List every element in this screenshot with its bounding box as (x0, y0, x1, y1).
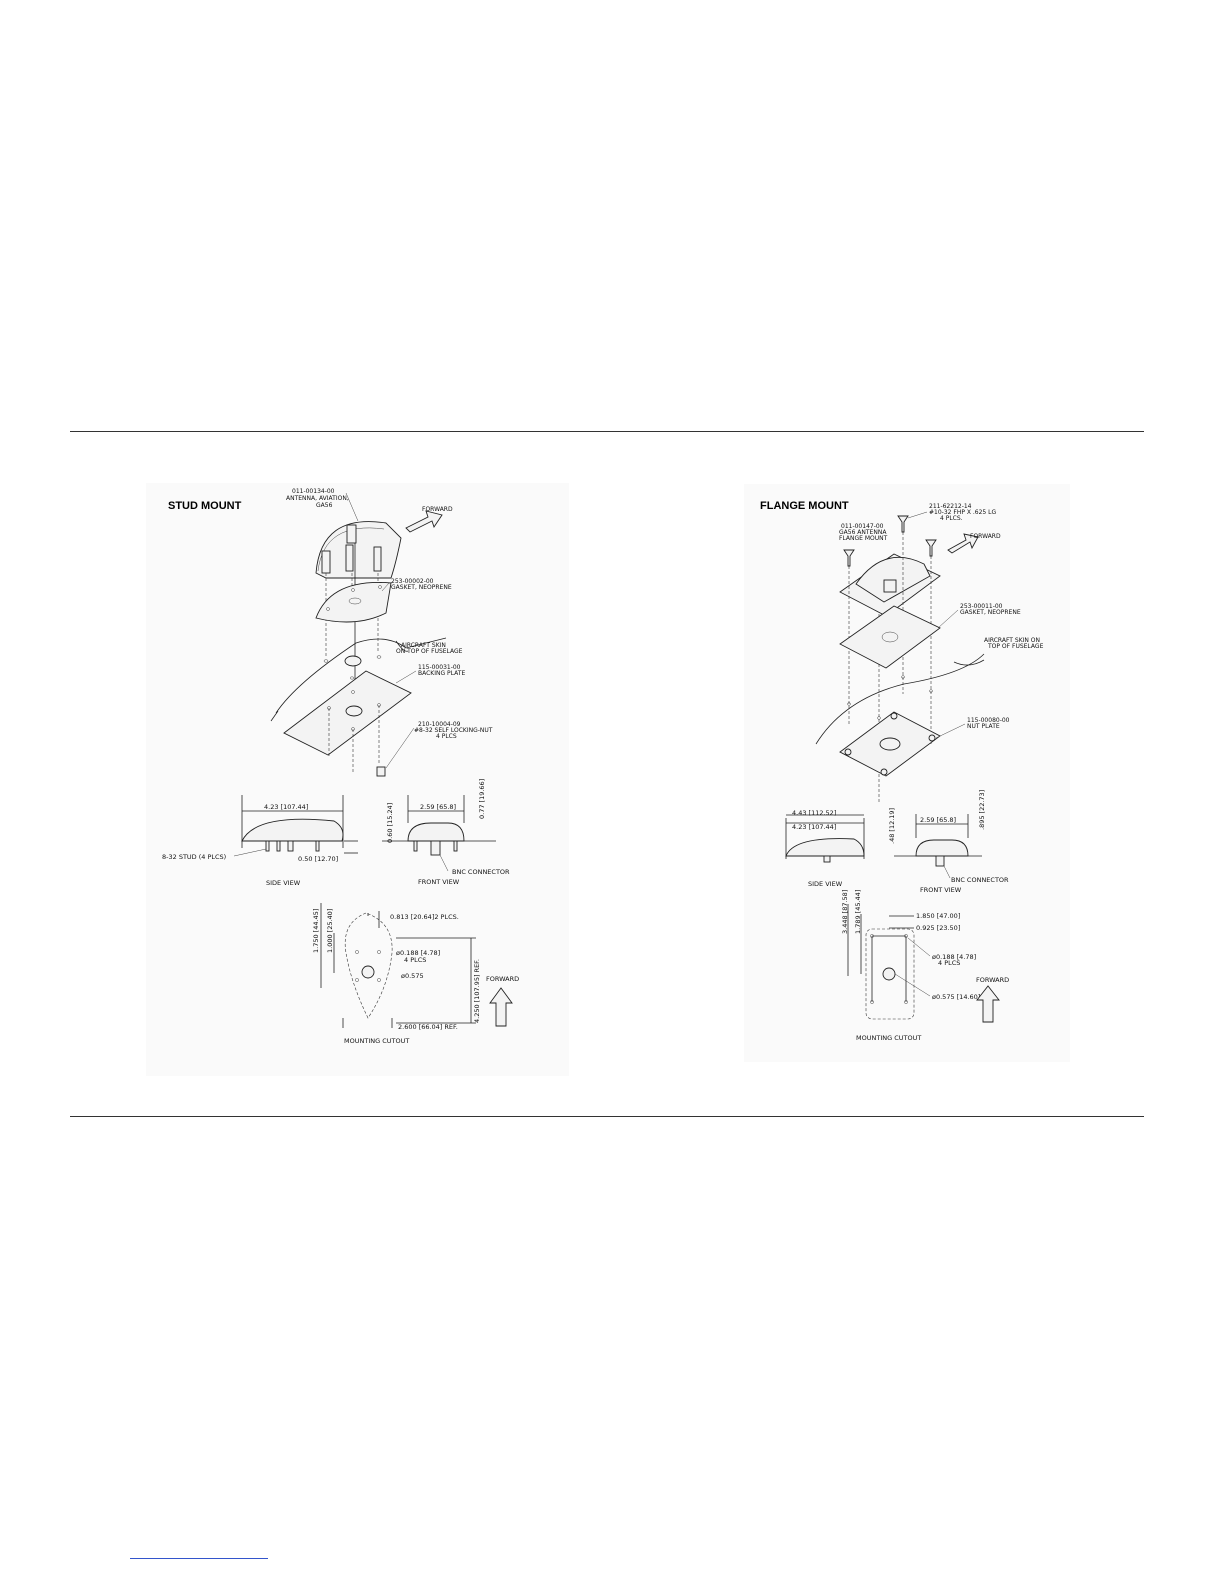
screw-qty: 4 PLCS. (940, 515, 963, 522)
screws (843, 515, 937, 567)
front-dome-dim: 0.77 [19.66] (478, 779, 486, 819)
forward-arrow-icon (405, 510, 443, 533)
cut-0813-dim: 0.813 [20.64]2 PLCS. (390, 913, 459, 921)
flange-bnc-label: BNC CONNECTOR (951, 876, 1009, 884)
stud-mount-panel: STUD MOUNT FORWARD 011-00134-00 ANTENNA,… (146, 483, 569, 1076)
nut-pn: 210-10004-09 (418, 721, 461, 728)
bnc-connector (430, 840, 441, 856)
flange-cut-hole-qty: 4 PLCS (938, 959, 960, 967)
side-length-dim: 4.23 [107.44] (264, 803, 308, 811)
backing-desc: BACKING PLATE (418, 670, 465, 677)
center-hole (361, 965, 375, 979)
gasket-pn: 253-00002-00 (391, 578, 434, 585)
cut-hole-qty: 4 PLCS (404, 956, 426, 964)
flange-aircraft-skin (815, 653, 985, 745)
flange-cut-hole-dim: ø0.188 [4.78] (932, 953, 976, 961)
flange-antenna-desc-2: FLANGE MOUNT (839, 535, 888, 542)
stud-label: 8-32 STUD (4 PLCS) (162, 853, 226, 861)
front-height-dim: 0.60 [15.24] (386, 803, 394, 843)
flange-mount-drawing: 211-62212-14 #10-32 FHP X .625 LG 4 PLCS… (785, 503, 1044, 1042)
antenna-model: GA56 (316, 502, 333, 509)
bnc-label: BNC CONNECTOR (452, 868, 510, 876)
flange-forward-label: FORWARD (970, 533, 1001, 540)
flange-mount-panel: FLANGE MOUNT 211-62212-14 #10-32 FHP X .… (744, 484, 1070, 1062)
nutplate-pn: 115-00080-00 (967, 717, 1010, 724)
flange-center-hole (882, 967, 896, 981)
cut-1000-dim: 1.000 [25.40] (326, 909, 334, 953)
cut-4250-dim: 4.250 [107.95] REF. (473, 959, 481, 1023)
cut-center-dim: ø0.575 (401, 972, 424, 980)
flange-side-caption: SIDE VIEW (808, 880, 843, 888)
flange-mount-title: FLANGE MOUNT (760, 500, 849, 512)
cut-1750-dim: 1.750 [44.45] (312, 909, 320, 953)
flange-gasket-desc: GASKET, NEOPRENE (960, 609, 1021, 616)
flange-gasket (839, 605, 941, 669)
stud-post (321, 550, 331, 574)
flange-cut-1789-dim: 1.789 [45.44] (854, 890, 862, 934)
flange-bnc (883, 579, 897, 593)
flange-skin-label-2: TOP OF FUSELAGE (987, 643, 1044, 650)
front-width-dim: 2.59 [65.8] (420, 803, 456, 811)
flange-gasket-pn: 253-00011-00 (960, 603, 1003, 610)
front-view-caption: FRONT VIEW (418, 878, 460, 886)
forward-label: FORWARD (422, 506, 453, 513)
gasket (315, 582, 392, 623)
stud-mount-title: STUD MOUNT (168, 500, 242, 512)
aircraft-skin (275, 637, 447, 714)
nut-qty: 4 PLCS (436, 733, 457, 740)
lock-nut (376, 766, 386, 777)
skin-label-2: ON TOP OF FUSELAGE (396, 648, 463, 655)
flange-259-dim: 2.59 [65.8] (920, 816, 956, 824)
flange-48-dim: .48 [12.19] (888, 808, 896, 844)
flange-cut-1850-dim: 1.850 [47.00] (916, 912, 960, 920)
skin-label: AIRCRAFT SKIN (401, 642, 446, 649)
flange-bnc-front (935, 855, 945, 867)
flange-antenna-desc: GA56 ANTENNA (839, 529, 887, 536)
backing-pn: 115-00031-00 (418, 664, 461, 671)
flange-skin-label: AIRCRAFT SKIN ON (984, 637, 1040, 644)
flange-mounting-cutout-caption: MOUNTING CUTOUT (856, 1034, 921, 1042)
nutplate-desc: NUT PLATE (967, 723, 1000, 730)
bottom-divider (70, 1116, 1144, 1117)
flange-forward-arrow-icon (947, 533, 979, 554)
flange-antenna-pn: 011-00147-00 (841, 523, 884, 530)
mounting-cutout-caption: MOUNTING CUTOUT (344, 1037, 409, 1045)
flange-front-caption: FRONT VIEW (920, 886, 962, 894)
side-view-profile (241, 818, 344, 842)
screw-desc: #10-32 FHP X .625 LG (929, 509, 996, 516)
footnote-rule (130, 1558, 268, 1559)
gasket-desc: GASKET, NEOPRENE (391, 584, 452, 591)
top-divider (70, 431, 1144, 432)
flange-cut-center-dim: ø0.575 [14.60] (932, 993, 980, 1001)
side-view-caption: SIDE VIEW (266, 879, 301, 887)
cutout-forward-label: FORWARD (486, 975, 519, 983)
flange-cut-0925-dim: 0.925 [23.50] (916, 924, 960, 932)
screw-pn: 211-62212-14 (929, 503, 972, 510)
stud-mount-drawing: FORWARD 011-00134-00 ANTENNA, AVIATION, … (162, 488, 519, 1045)
antenna-pn: 011-00134-00 (292, 488, 335, 495)
flange-895-dim: .895 [22.73] (978, 790, 986, 830)
cut-hole-dim: ø0.188 [4.78] (396, 949, 440, 957)
antenna-desc: ANTENNA, AVIATION, (286, 495, 349, 502)
stud-cutout-outline (344, 912, 393, 1019)
front-view-profile (407, 822, 465, 842)
flange-cut-3448-dim: 3.448 [87.58] (841, 890, 849, 934)
flange-cutout-forward-arrow-icon (976, 985, 1000, 1023)
flange-side-profile (785, 838, 865, 857)
nut-desc: #8-32 SELF LOCKING-NUT (414, 727, 493, 734)
flange-front-profile (915, 839, 969, 857)
stud-length-dim: 0.50 [12.70] (298, 855, 338, 863)
flange-cutout-outline (865, 928, 915, 1020)
flange-443-dim: 4.43 [112.52] (792, 809, 836, 817)
cutout-forward-arrow-icon (489, 987, 513, 1027)
flange-423-dim: 4.23 [107.44] (792, 823, 836, 831)
cut-2600-dim: 2.600 [66.04] REF. (398, 1023, 458, 1031)
flange-cutout-forward-label: FORWARD (976, 976, 1009, 984)
